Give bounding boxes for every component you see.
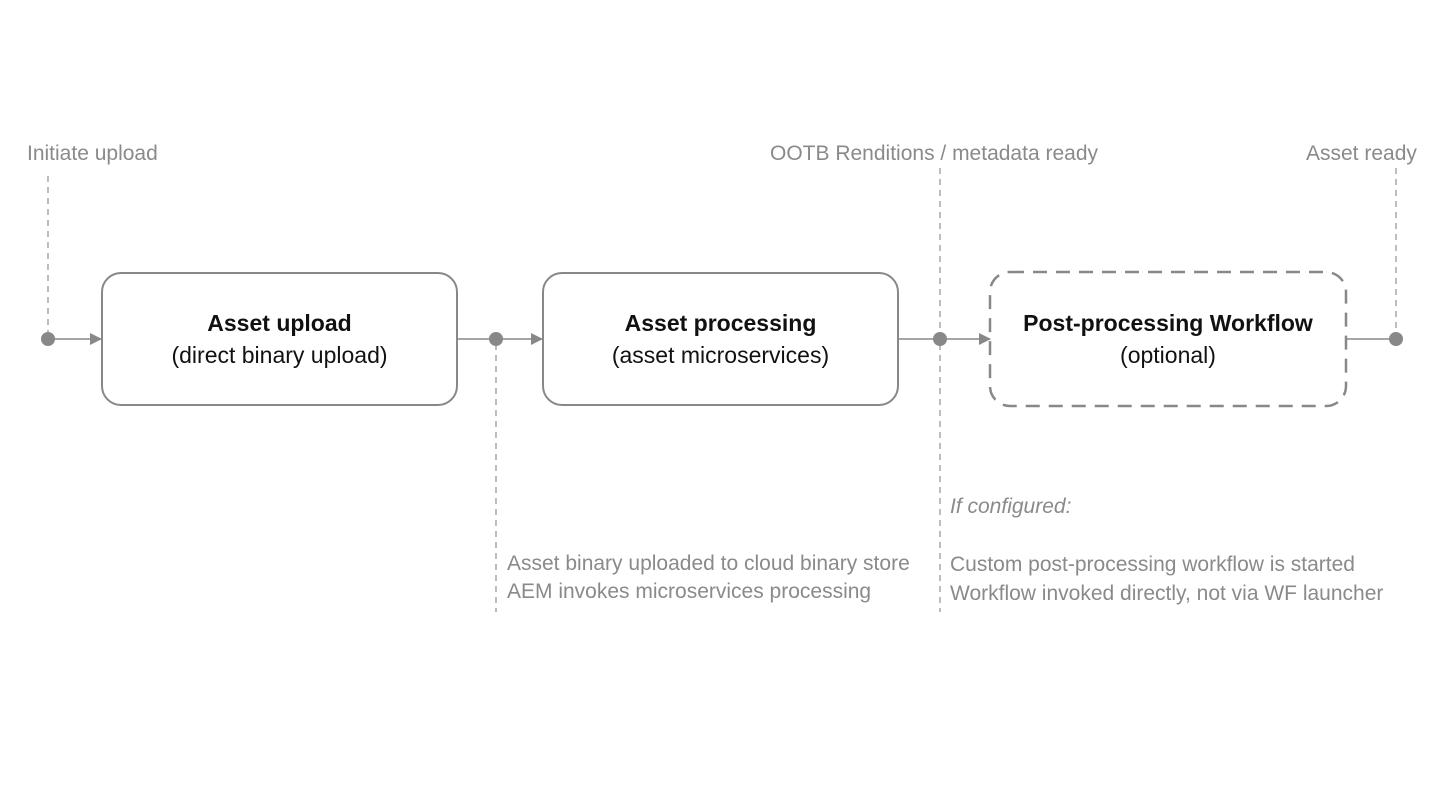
asset-processing-subtitle: (asset microservices): [611, 342, 830, 368]
processing-note-line-1: Asset binary uploaded to cloud binary st…: [507, 552, 910, 575]
workflow-subtitle: (optional): [1120, 342, 1216, 368]
renditions-ready-label: OOTB Renditions / metadata ready: [770, 142, 1098, 165]
renditions-dot: [933, 332, 947, 346]
workflow-note-line-2: Workflow invoked directly, not via WF la…: [950, 582, 1384, 605]
initiate-dot: [41, 332, 55, 346]
asset-upload-subtitle: (direct binary upload): [171, 342, 388, 368]
processing-note-line-2: AEM invokes microservices processing: [507, 580, 872, 603]
asset-upload-box: Asset upload (direct binary upload): [101, 272, 458, 406]
ready-dot: [1389, 332, 1403, 346]
asset-ready-label: Asset ready: [1306, 142, 1417, 165]
workflow-title: Post-processing Workflow: [1023, 310, 1313, 336]
asset-processing-box: Asset processing (asset microservices): [542, 272, 899, 406]
asset-upload-title: Asset upload: [207, 310, 352, 336]
workflow-note-header: If configured:: [950, 495, 1072, 518]
post-processing-workflow-box: Post-processing Workflow (optional): [990, 272, 1346, 406]
processing-dot: [489, 332, 503, 346]
workflow-box-outline: [988, 270, 1348, 408]
asset-processing-title: Asset processing: [624, 310, 817, 336]
workflow-note-line-1: Custom post-processing workflow is start…: [950, 553, 1355, 576]
initiate-upload-label: Initiate upload: [27, 142, 158, 165]
